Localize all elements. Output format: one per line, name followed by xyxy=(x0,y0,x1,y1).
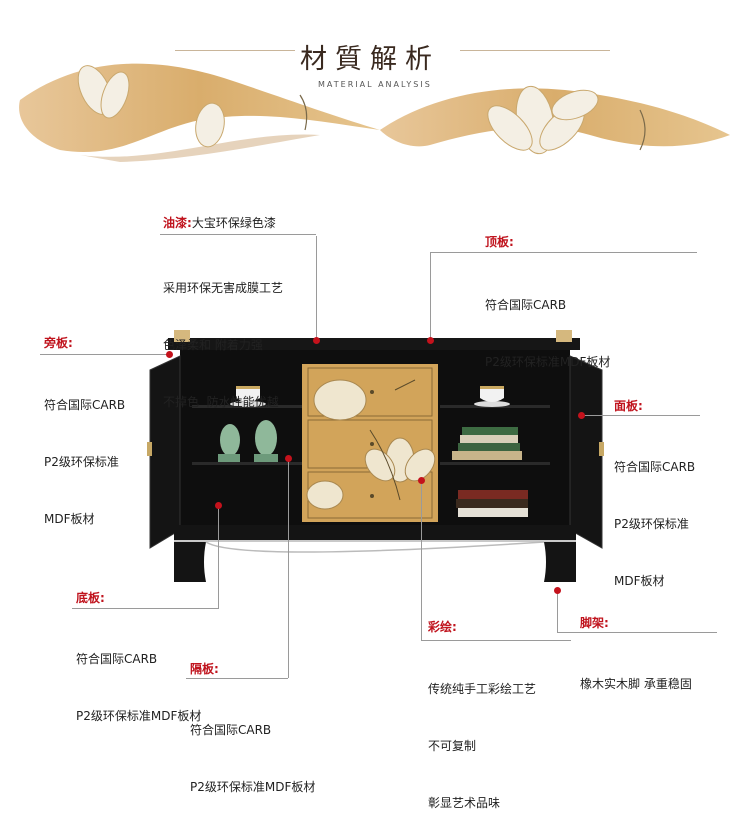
leader-diban-h xyxy=(72,608,219,609)
text-jiaojia: 橡木实木脚 承重稳固 xyxy=(580,677,692,691)
label-caihui: 彩绘: xyxy=(428,620,457,634)
point-youqi xyxy=(313,337,320,344)
right-door xyxy=(569,355,603,549)
leader-geban-h xyxy=(186,678,288,679)
text-caihui: 传统纯手工彩绘工艺 不可复制 彰显艺术品味 xyxy=(428,682,537,810)
point-mianban xyxy=(578,412,585,419)
leader-jiaojia-h xyxy=(557,632,717,633)
leader-geban-v xyxy=(288,458,289,678)
point-geban xyxy=(285,455,292,462)
cabinet-top xyxy=(168,338,580,350)
books-stack-top xyxy=(452,427,522,460)
label-geban: 隔板: xyxy=(190,662,219,676)
leader-dingban-h xyxy=(457,252,697,253)
label-diban: 底板: xyxy=(76,591,105,605)
leader-dingban-v xyxy=(430,252,457,253)
text-pangban: 符合国际CARB P2级环保标准 MDF板材 xyxy=(44,398,126,526)
cabinet-base xyxy=(174,525,576,541)
leader-youqi xyxy=(316,236,317,340)
youqi-underline xyxy=(160,234,316,235)
label-dingban: 顶板: xyxy=(485,235,514,249)
text-mianban: 符合国际CARB P2级环保标准 MDF板材 xyxy=(614,460,696,588)
point-diban xyxy=(215,502,222,509)
leader-mianban xyxy=(582,415,700,416)
sideboard-cabinet xyxy=(147,330,604,582)
point-caihui xyxy=(418,477,425,484)
page-title: 材質解析 xyxy=(300,44,440,75)
text-geban: 符合国际CARB P2级环保标准MDF板材 xyxy=(190,723,316,794)
page-subtitle: MATERIAL ANALYSIS xyxy=(318,80,432,89)
leader-diban-v xyxy=(218,505,219,608)
title-right-rule xyxy=(460,50,610,51)
point-dingban xyxy=(427,337,434,344)
label-youqi-value: 大宝环保绿色漆 xyxy=(191,216,276,230)
text-dingban: 符合国际CARB P2级环保标准MDF板材 xyxy=(485,298,611,369)
point-pangban xyxy=(166,351,173,358)
label-youqi: 油漆:大宝环保绿色漆 xyxy=(163,214,276,231)
leader-jiaojia-v xyxy=(557,590,558,632)
label-pangban: 旁板: xyxy=(44,336,73,350)
title-left-rule xyxy=(175,50,295,51)
label-jiaojia: 脚架: xyxy=(580,616,609,630)
label-mianban: 面板: xyxy=(614,399,643,413)
lotus-wave-banner xyxy=(19,63,730,162)
leader-pangban xyxy=(40,354,170,355)
books-stack-bottom xyxy=(456,490,528,517)
leader-caihui-h xyxy=(421,640,571,641)
leader-dingban-d xyxy=(430,252,431,340)
point-jiaojia xyxy=(554,587,561,594)
label-youqi-title: 油漆: xyxy=(163,216,192,230)
text-youqi: 采用环保无害成膜工艺 色泽柔和 附着力强 不掉色 防水性能优越 xyxy=(163,281,284,409)
text-diban: 符合国际CARB P2级环保标准MDF板材 xyxy=(76,652,202,723)
right-leg xyxy=(544,542,576,582)
left-leg xyxy=(174,542,206,582)
leader-caihui-v xyxy=(421,480,422,640)
teacup-right xyxy=(474,386,510,407)
jade-figurines xyxy=(218,420,278,462)
teacup-left xyxy=(230,386,266,407)
